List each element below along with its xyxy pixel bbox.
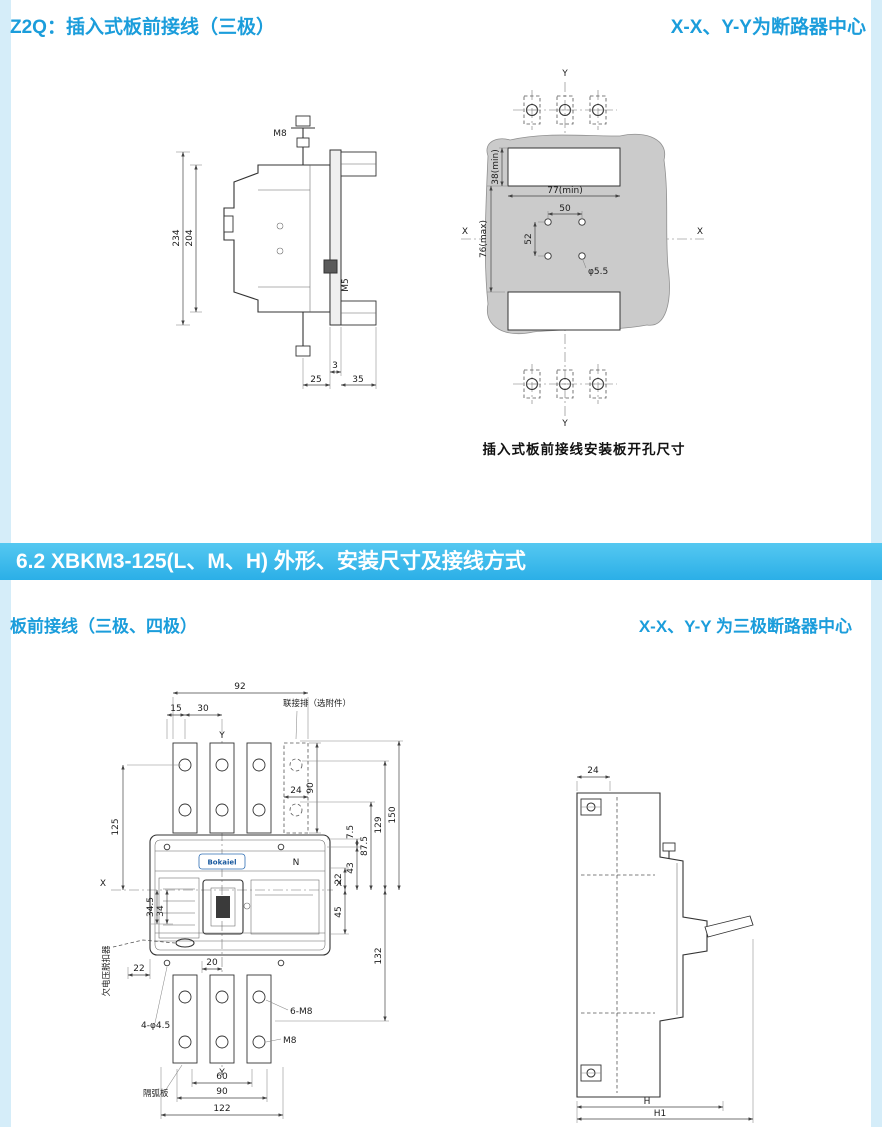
label-arc-plate: 隔弧板 <box>143 1088 169 1099</box>
dim-234: 234 <box>172 229 182 246</box>
header-row: Z2Q：插入式板前接线（三极） X-X、Y-Y为断路器中心 <box>0 12 882 39</box>
body <box>149 834 331 967</box>
dim-38min: 38(min) <box>491 149 501 184</box>
dim-35: 35 <box>352 375 363 385</box>
axis-x-right: X <box>336 879 342 889</box>
side-view-dimensions <box>576 775 754 1123</box>
dim-3: 3 <box>332 361 338 371</box>
dim-h1: H1 <box>654 1109 667 1119</box>
dim-7-5: 7.5 <box>346 825 356 839</box>
label-link-bar: 联接排（选附件） <box>283 698 351 709</box>
dim-90b: 90 <box>216 1087 228 1097</box>
dim-34-5: 34.5 <box>146 897 156 917</box>
bottom-terminal-straps <box>172 974 272 1064</box>
dim-20: 20 <box>206 958 218 968</box>
section-title-right: X-X、Y-Y为断路器中心 <box>670 17 866 38</box>
section-banner: 6.2 XBKM3-125(L、M、H) 外形、安装尺寸及接线方式 <box>0 543 882 580</box>
dim-45: 45 <box>334 906 344 917</box>
top-terminal-straps <box>172 710 309 834</box>
m8-bolt-top <box>291 115 315 165</box>
dim-m8: M8 <box>273 129 287 139</box>
brand-label: Bokaiel <box>207 859 236 867</box>
dim-129: 129 <box>374 816 384 833</box>
breaker-body-outline <box>223 164 331 313</box>
banner-title: 6.2 XBKM3-125(L、M、H) 外形、安装尺寸及接线方式 <box>16 550 526 573</box>
m8-bolt-bottom <box>295 312 311 357</box>
axis-x-left: X <box>100 879 106 889</box>
axis-y-top: Y <box>561 69 568 79</box>
dim-43: 43 <box>346 862 356 873</box>
subtitle-right: X-X、Y-Y 为三极断路器中心 <box>638 617 852 636</box>
axis-x-left: X <box>462 227 468 237</box>
dim-77min: 77(min) <box>547 186 582 196</box>
dim-30: 30 <box>197 704 209 714</box>
dim-150: 150 <box>388 806 398 823</box>
dim-m5: M5 <box>341 278 351 292</box>
dim-87-5: 87.5 <box>360 836 370 856</box>
dim-90v: 90 <box>306 782 316 794</box>
axis-x-right: X <box>697 227 703 237</box>
side-view-dimensions <box>176 151 377 389</box>
dim-22-right: 22 <box>334 873 344 884</box>
dim-25: 25 <box>310 375 321 385</box>
subtitle-row: 板前接线（三极、四极） X-X、Y-Y 为三极断路器中心 <box>0 612 882 637</box>
m5-screw <box>323 259 338 274</box>
plate-blob <box>484 133 670 335</box>
dim-60: 60 <box>216 1072 228 1082</box>
drawing-front-view: 92 15 30 联接排（选附件） 90 24 Y Y X X 125 7.5 … <box>100 682 403 1119</box>
side-outline <box>576 792 754 1098</box>
dim-76max: 76(max) <box>479 220 489 258</box>
dim-24: 24 <box>290 786 302 796</box>
dim-52: 52 <box>524 233 534 244</box>
label-m8: M8 <box>283 1036 297 1046</box>
dim-15: 15 <box>170 704 181 714</box>
drawing-side-view: 24 H H1 <box>576 766 754 1123</box>
axis-y-bottom: Y <box>218 1068 225 1078</box>
plate-dimensions <box>487 147 621 293</box>
dim-34: 34 <box>156 905 166 917</box>
dim-92: 92 <box>234 682 245 692</box>
dim-22-left: 22 <box>133 964 144 974</box>
label-n-pole: N <box>293 858 300 868</box>
label-6-m8: 6-M8 <box>290 1007 313 1017</box>
plate-caption: 插入式板前接线安装板开孔尺寸 <box>482 442 686 457</box>
label-4-holes: 4-φ4.5 <box>141 1021 170 1031</box>
axis-y-bottom: Y <box>561 419 568 429</box>
dim-122: 122 <box>213 1104 230 1114</box>
subtitle-left: 板前接线（三极、四极） <box>10 617 197 636</box>
drawing-mounting-plate-holes: Y Y X X 77(min) 38(min) 50 52 76(max) φ5… <box>461 69 704 429</box>
axis-y-top: Y <box>218 731 225 741</box>
dim-hole-dia: φ5.5 <box>588 267 608 277</box>
dim-125: 125 <box>111 818 121 835</box>
label-uv-release: 欠电压脱扣器 <box>101 945 112 997</box>
dim-24: 24 <box>587 766 599 776</box>
front-view-dimensions <box>112 691 403 1119</box>
dim-204: 204 <box>185 229 195 246</box>
section-title-left: Z2Q：插入式板前接线（三极） <box>10 17 275 38</box>
dim-h: H <box>644 1097 651 1107</box>
dim-132: 132 <box>374 947 384 964</box>
dim-50: 50 <box>559 204 571 214</box>
drawing-plugin-side-view: M8 234 204 M5 3 25 35 <box>172 115 377 389</box>
terminal-bolts <box>523 95 607 399</box>
mounting-plate <box>329 149 377 326</box>
